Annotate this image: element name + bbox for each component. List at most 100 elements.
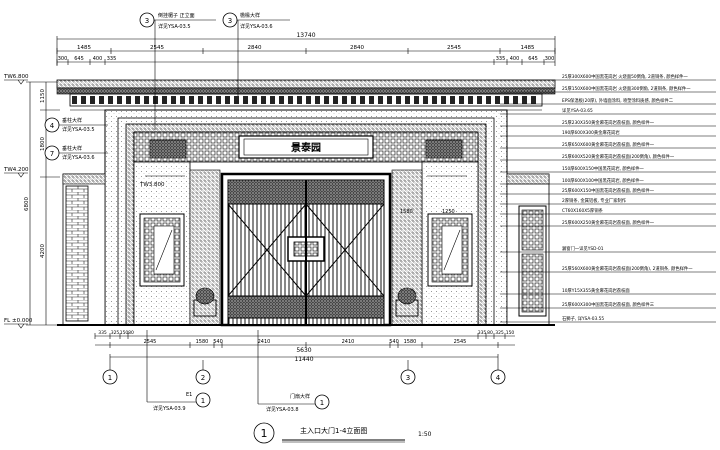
material-note: 漏窗门一详见YSD-01 xyxy=(562,245,604,252)
stone-lion-right-icon xyxy=(395,287,419,317)
material-note: EPS保温板(20厚), 外墙面涂料, 喷塑涂料质感, 颜色样件二 xyxy=(562,97,674,104)
grid-axis-label: 3 xyxy=(406,374,410,382)
bottom-small-dim-label: 335 xyxy=(478,330,487,336)
drawing-title: 1 主入口大门1-4立面图 1:50 xyxy=(253,422,432,444)
grid-axis-bubble xyxy=(102,369,118,385)
title-number: 1 xyxy=(261,427,268,440)
bottom-small-dim-label: 335 xyxy=(98,330,107,336)
material-note: 150厚600X150中国黑花岗岩, 颜色样件一 xyxy=(562,165,645,172)
callout-number: 3 xyxy=(145,17,149,25)
top-small-dim-label: 300 xyxy=(545,56,555,62)
top-small-dim-label: 645 xyxy=(74,56,84,62)
bottom-callout-2: 1 门扇大样 详见YSA-03.8 xyxy=(257,330,330,413)
top-dim-label: 2840 xyxy=(350,45,364,51)
level-tw6800: TW6.800 xyxy=(3,74,29,80)
lintel-band: 景泰园 xyxy=(133,131,479,163)
material-note: 25厚300X600中国黑花岗岩 火烧面50倒角, 2道铜条, 颜色样件一 xyxy=(562,73,688,80)
dim-label-1250: 1250 xyxy=(442,209,455,215)
callout-number: 1 xyxy=(320,399,324,407)
right-side-wall xyxy=(506,173,550,326)
top-small-dim-label: 645 xyxy=(528,56,538,62)
material-note: 25厚150X600中国黑花岗岩 火烧面300倒角, 2道铜条, 颜色样件一 xyxy=(562,85,691,92)
callout-ref: 详见YSA-03.6 xyxy=(62,154,95,161)
top-small-dim-label: 300 xyxy=(58,56,68,62)
left-dim-6800: 6800 xyxy=(24,197,30,211)
left-dim-4200: 4200 xyxy=(40,244,46,258)
top-callout-2: 3 檐椽大样 详见YSA-03.6 xyxy=(222,12,290,96)
right-window: 1250 xyxy=(427,209,473,287)
bottom-dim-label: 2410 xyxy=(258,339,271,345)
callout-title: 门扇大样 xyxy=(290,393,310,400)
top-small-dim-label: 335 xyxy=(107,56,117,62)
left-dim-1800: 1800 xyxy=(40,137,46,151)
top-small-dim-label: 400 xyxy=(510,56,520,62)
callout-title: 垂柱大样 xyxy=(62,117,82,124)
bottom-dim-label: 2545 xyxy=(144,339,157,345)
material-note: 25厚600X250黄金麻花岗岩荔枝面, 颜色样件一 xyxy=(562,219,655,226)
material-note: 25厚650X600黄金麻花岗岩荔枝面, 颜色样件一 xyxy=(562,141,655,148)
bottom-small-dim-label: 80 xyxy=(487,330,493,336)
gate-plaque-text: 景泰园 xyxy=(291,141,321,154)
bottom-dim-label: 2545 xyxy=(454,339,467,345)
callout-number: 3 xyxy=(228,17,232,25)
grid-axis-label: 1 xyxy=(108,374,112,382)
material-notes: 25厚300X600中国黑花岗岩 火烧面50倒角, 2道铜条, 颜色样件一 25厚… xyxy=(500,73,716,323)
material-note: 2厚铜条, 金属铝板, 专业厂家制作 xyxy=(562,197,627,204)
material-note: 25厚560X600黄金麻花岗岩荔枝面(200倒角), 2道铜条, 颜色样件一 xyxy=(562,265,693,272)
top-dim-label: 1485 xyxy=(77,45,91,51)
bottom-small-dim-label: 325 xyxy=(495,330,504,336)
top-dim-label: 2840 xyxy=(248,45,262,51)
bottom-small-dim-label: 150 xyxy=(506,330,515,336)
bottom-dim-label: 1580 xyxy=(196,339,209,345)
callout-ref: 详见YSA-03.9 xyxy=(153,405,186,412)
bottom-callout-1: 1 E1 详见YSA-03.9 xyxy=(146,330,211,412)
roof-cornice xyxy=(56,79,556,111)
top-small-dim-label: 335 xyxy=(496,56,506,62)
level-fl0: FL ±0.000 xyxy=(4,318,33,324)
callout-title: 垂柱大样 xyxy=(62,145,82,152)
stone-lion-left-icon xyxy=(193,287,217,317)
material-note: 详见YSA-03.65 xyxy=(562,107,593,114)
grid-axis-label: 2 xyxy=(201,374,205,382)
bottom-small-dim-label: 150 xyxy=(120,330,129,336)
left-side-wall xyxy=(62,173,106,326)
material-note: 25厚600X300中国黑花岗岩荔枝面, 颜色样件三 xyxy=(562,301,655,308)
bottom-dim-label: 1580 xyxy=(404,339,417,345)
level-tw3800: TW3.800 xyxy=(139,182,165,188)
callout-title: E1 xyxy=(186,392,192,398)
left-dim-1150: 1150 xyxy=(40,89,46,103)
bottom-dim-label: 2410 xyxy=(342,339,355,345)
bottom-dim-label: 540 xyxy=(213,339,223,345)
material-note: CT60X160X5厚铜条 xyxy=(562,207,604,214)
overall-top-dimension: 13740 xyxy=(296,32,315,39)
callout-ref: 详见YSA-03.6 xyxy=(240,23,273,30)
bottom-dim-label: 540 xyxy=(389,339,399,345)
title-text: 主入口大门1-4立面图 xyxy=(300,426,367,435)
callout-title: 倒挂楣子 正立面 xyxy=(158,12,195,19)
material-note: 25厚230X350黄金麻花岗岩荔枝面, 颜色样件一 xyxy=(562,119,655,126)
bottom-small-dim-label: 80 xyxy=(128,330,134,336)
left-callout-2: 7 垂柱大样 详见YSA-03.6 xyxy=(44,145,108,161)
top-dim-label: 2545 xyxy=(150,45,164,51)
material-note: 25厚600X520黄金麻花岗岩荔枝面(200倒角), 颜色样件一 xyxy=(562,153,675,160)
bottom-small-dim-label: 325 xyxy=(111,330,120,336)
grid-axis-bubble xyxy=(490,369,506,385)
callout-ref: 详见YSA-03.5 xyxy=(158,23,191,30)
callout-number: 7 xyxy=(50,150,54,158)
grid-axis-bubble xyxy=(400,369,416,385)
callout-ref: 详见YSA-03.8 xyxy=(266,406,299,413)
level-tw4200: TW4.200 xyxy=(3,167,29,173)
callout-number: 4 xyxy=(50,122,55,130)
top-callout-1: 3 倒挂楣子 正立面 详见YSA-03.5 xyxy=(139,12,216,130)
callout-title: 檐椽大样 xyxy=(240,12,260,19)
callout-ref: 详见YSA-03.5 xyxy=(62,126,95,133)
left-callout-1: 4 垂柱大样 详见YSA-03.5 xyxy=(44,117,108,133)
overall-bottom-dimension: 11440 xyxy=(294,356,313,363)
grid-axes: 1 2 3 4 xyxy=(102,360,506,385)
material-note: 100厚600X100中国黑花岗岩, 颜色样件一 xyxy=(562,177,645,184)
top-dim-label: 1485 xyxy=(521,45,535,51)
grid-axis-label: 4 xyxy=(496,374,501,382)
material-note: 石狮子, 详YSA-03.55 xyxy=(562,315,604,322)
